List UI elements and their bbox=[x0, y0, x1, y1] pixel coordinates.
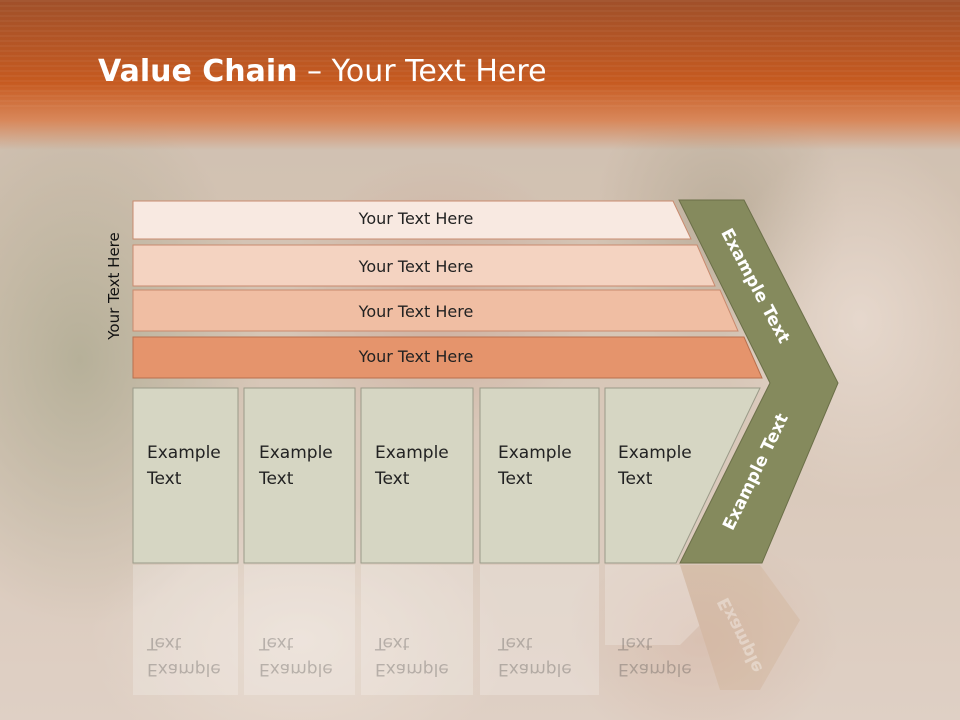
slide-title: Value Chain – Your Text Here bbox=[98, 54, 547, 89]
box-5[interactable] bbox=[604, 387, 761, 564]
row-label-4: Your Text Here bbox=[358, 347, 474, 366]
title-bold: Value Chain bbox=[98, 54, 298, 89]
chevron-reflection bbox=[680, 565, 800, 690]
box-1[interactable] bbox=[132, 387, 239, 564]
row-label-1: Your Text Here bbox=[358, 209, 474, 228]
value-chain-chevron[interactable] bbox=[678, 199, 839, 564]
box-label-3-line-2: Text bbox=[375, 469, 410, 489]
reflection-group bbox=[133, 565, 800, 695]
box-label-4-line-2: Text bbox=[498, 469, 533, 489]
side-label: Your Text Here bbox=[105, 232, 123, 340]
box-3[interactable] bbox=[360, 387, 474, 564]
box-label-5-line-2: Text bbox=[618, 469, 653, 489]
row-band-4[interactable] bbox=[132, 336, 763, 379]
box-reflection-1 bbox=[133, 565, 238, 695]
row-label-3: Your Text Here bbox=[358, 302, 474, 321]
row-band-3[interactable] bbox=[132, 289, 739, 332]
row-band-2[interactable] bbox=[132, 244, 716, 287]
box-label-3-line-1: Example bbox=[375, 443, 449, 463]
box-2[interactable] bbox=[243, 387, 356, 564]
box-label-2-line-2: Text bbox=[259, 469, 294, 489]
row-band-1[interactable] bbox=[132, 200, 692, 240]
box-label-5-line-1: Example bbox=[618, 443, 692, 463]
title-rest: – Your Text Here bbox=[297, 54, 547, 89]
box-label-4-line-1: Example bbox=[498, 443, 572, 463]
title-bar: Value Chain – Your Text Here bbox=[0, 0, 960, 150]
box-label-1-line-1: Example bbox=[147, 443, 221, 463]
box-label-2-line-1: Example bbox=[259, 443, 333, 463]
box-reflection-4 bbox=[480, 565, 599, 695]
row-label-2: Your Text Here bbox=[358, 257, 474, 276]
title-bar-texture bbox=[0, 0, 960, 110]
box-4[interactable] bbox=[479, 387, 600, 564]
box-reflection-3 bbox=[361, 565, 473, 695]
box-reflection-2 bbox=[244, 565, 355, 695]
box-label-1-line-2: Text bbox=[147, 469, 182, 489]
box-reflection-5 bbox=[605, 565, 760, 645]
